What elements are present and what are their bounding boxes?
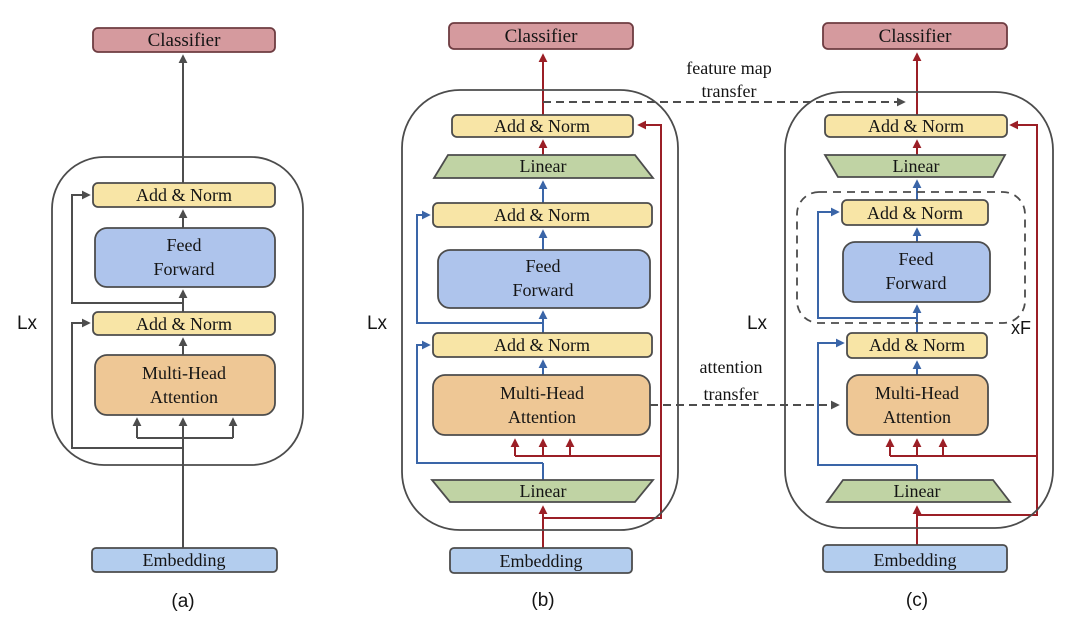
embedding-label-a: Embedding xyxy=(143,550,226,570)
feed-forward-block-c xyxy=(842,241,991,303)
encoder-container-a xyxy=(51,156,304,466)
embedding-block-a xyxy=(91,547,278,573)
feed-forward-label-b-line2: Forward xyxy=(513,280,574,300)
classifier-label-a: Classifier xyxy=(148,30,221,51)
encoder-container-b xyxy=(401,89,679,531)
add-norm-label-b1: Add & Norm xyxy=(494,116,590,136)
classifier-label-c: Classifier xyxy=(879,26,952,47)
classifier-label-b: Classifier xyxy=(505,26,578,47)
red-rail-to-addnorm-c xyxy=(917,120,1038,516)
loop-count-label-b: Lx xyxy=(367,313,388,334)
embedding-label-b: Embedding xyxy=(500,551,583,571)
add-norm-block-b2 xyxy=(432,202,653,228)
multi-head-attention-label-c-line1: Multi-Head xyxy=(875,383,959,403)
add-norm-label-a2: Add & Norm xyxy=(136,314,232,334)
add-norm-block-a1 xyxy=(92,182,276,208)
attention-transfer-label-line1: attention xyxy=(700,357,763,377)
feed-forward-label-c-line2: Forward xyxy=(886,273,947,293)
loop-count-label-a: Lx xyxy=(17,313,38,334)
classifier-block-c xyxy=(822,22,1008,50)
ff-repeat-label: xF xyxy=(1011,318,1031,338)
embedding-block-b xyxy=(449,547,633,574)
embedding-block-c xyxy=(822,544,1008,573)
encoder-container-c xyxy=(784,91,1054,529)
feed-forward-block-a xyxy=(94,227,276,288)
classifier-block-b xyxy=(448,22,634,50)
linear-label-b-top: Linear xyxy=(520,156,567,176)
linear-block-c-top xyxy=(823,154,1007,178)
linear-label-c-bottom: Linear xyxy=(894,481,941,501)
panel-b: Classifier Add & Norm Linear Add & Norm … xyxy=(367,22,679,611)
skip-connection-mha-b xyxy=(416,340,543,464)
skip-connection-mha-c xyxy=(817,338,917,466)
ff-repeat-dashed-box xyxy=(796,191,1026,324)
feed-forward-label-a-line1: Feed xyxy=(167,235,202,255)
embedding-label-c: Embedding xyxy=(874,550,957,570)
classifier-block-a xyxy=(92,27,276,53)
multi-head-attention-block-c xyxy=(846,374,989,436)
feature-map-transfer-label-line2: transfer xyxy=(702,81,757,101)
skip-connection-ff-a xyxy=(71,190,183,304)
add-norm-block-c1 xyxy=(824,114,1008,138)
skip-connection-ff-b xyxy=(416,210,543,324)
multi-head-attention-label-a-line1: Multi-Head xyxy=(142,363,226,383)
add-norm-block-c3 xyxy=(846,332,988,359)
feed-forward-block-b xyxy=(437,249,651,309)
multi-head-attention-label-b-line2: Attention xyxy=(508,407,576,427)
add-norm-label-b3: Add & Norm xyxy=(494,335,590,355)
transfer-annotations: feature map transfer attention transfer xyxy=(543,58,906,410)
feed-forward-label-c-line1: Feed xyxy=(899,249,934,269)
add-norm-label-c1: Add & Norm xyxy=(868,116,964,136)
add-norm-label-b2: Add & Norm xyxy=(494,205,590,225)
add-norm-label-c2: Add & Norm xyxy=(867,203,963,223)
feature-map-transfer-label-line1: feature map xyxy=(686,58,771,78)
panel-label-c: (c) xyxy=(906,590,928,611)
multi-head-attention-label-b-line1: Multi-Head xyxy=(500,383,584,403)
multi-head-attention-block-a xyxy=(94,354,276,416)
add-norm-block-a2 xyxy=(92,311,276,336)
red-rail-to-addnorm-b xyxy=(543,120,662,519)
panel-label-a: (a) xyxy=(171,591,194,612)
add-norm-block-b3 xyxy=(432,332,653,358)
multi-head-attention-label-c-line2: Attention xyxy=(883,407,951,427)
panel-label-b: (b) xyxy=(531,590,554,611)
add-norm-label-c3: Add & Norm xyxy=(869,335,965,355)
linear-label-b-bottom: Linear xyxy=(520,481,567,501)
skip-connection-ff-c xyxy=(817,207,917,319)
loop-count-label-c: Lx xyxy=(747,313,768,334)
add-norm-block-b1 xyxy=(451,114,634,138)
linear-block-c-bottom xyxy=(825,479,1012,503)
feed-forward-label-b-line1: Feed xyxy=(526,256,561,276)
skip-connection-mha-a xyxy=(71,318,183,449)
add-norm-label-a1: Add & Norm xyxy=(136,185,232,205)
panel-a: Classifier Add & Norm Feed Forward Add &… xyxy=(17,27,304,612)
add-norm-block-c2 xyxy=(841,199,989,226)
multi-head-attention-label-a-line2: Attention xyxy=(150,387,218,407)
attention-transfer-label-line2: transfer xyxy=(704,384,759,404)
linear-block-b-bottom xyxy=(430,479,655,503)
feed-forward-label-a-line2: Forward xyxy=(154,259,215,279)
panel-c: Classifier Add & Norm Linear Add & Norm … xyxy=(747,22,1054,611)
linear-block-b-top xyxy=(432,154,655,179)
linear-label-c-top: Linear xyxy=(893,156,940,176)
